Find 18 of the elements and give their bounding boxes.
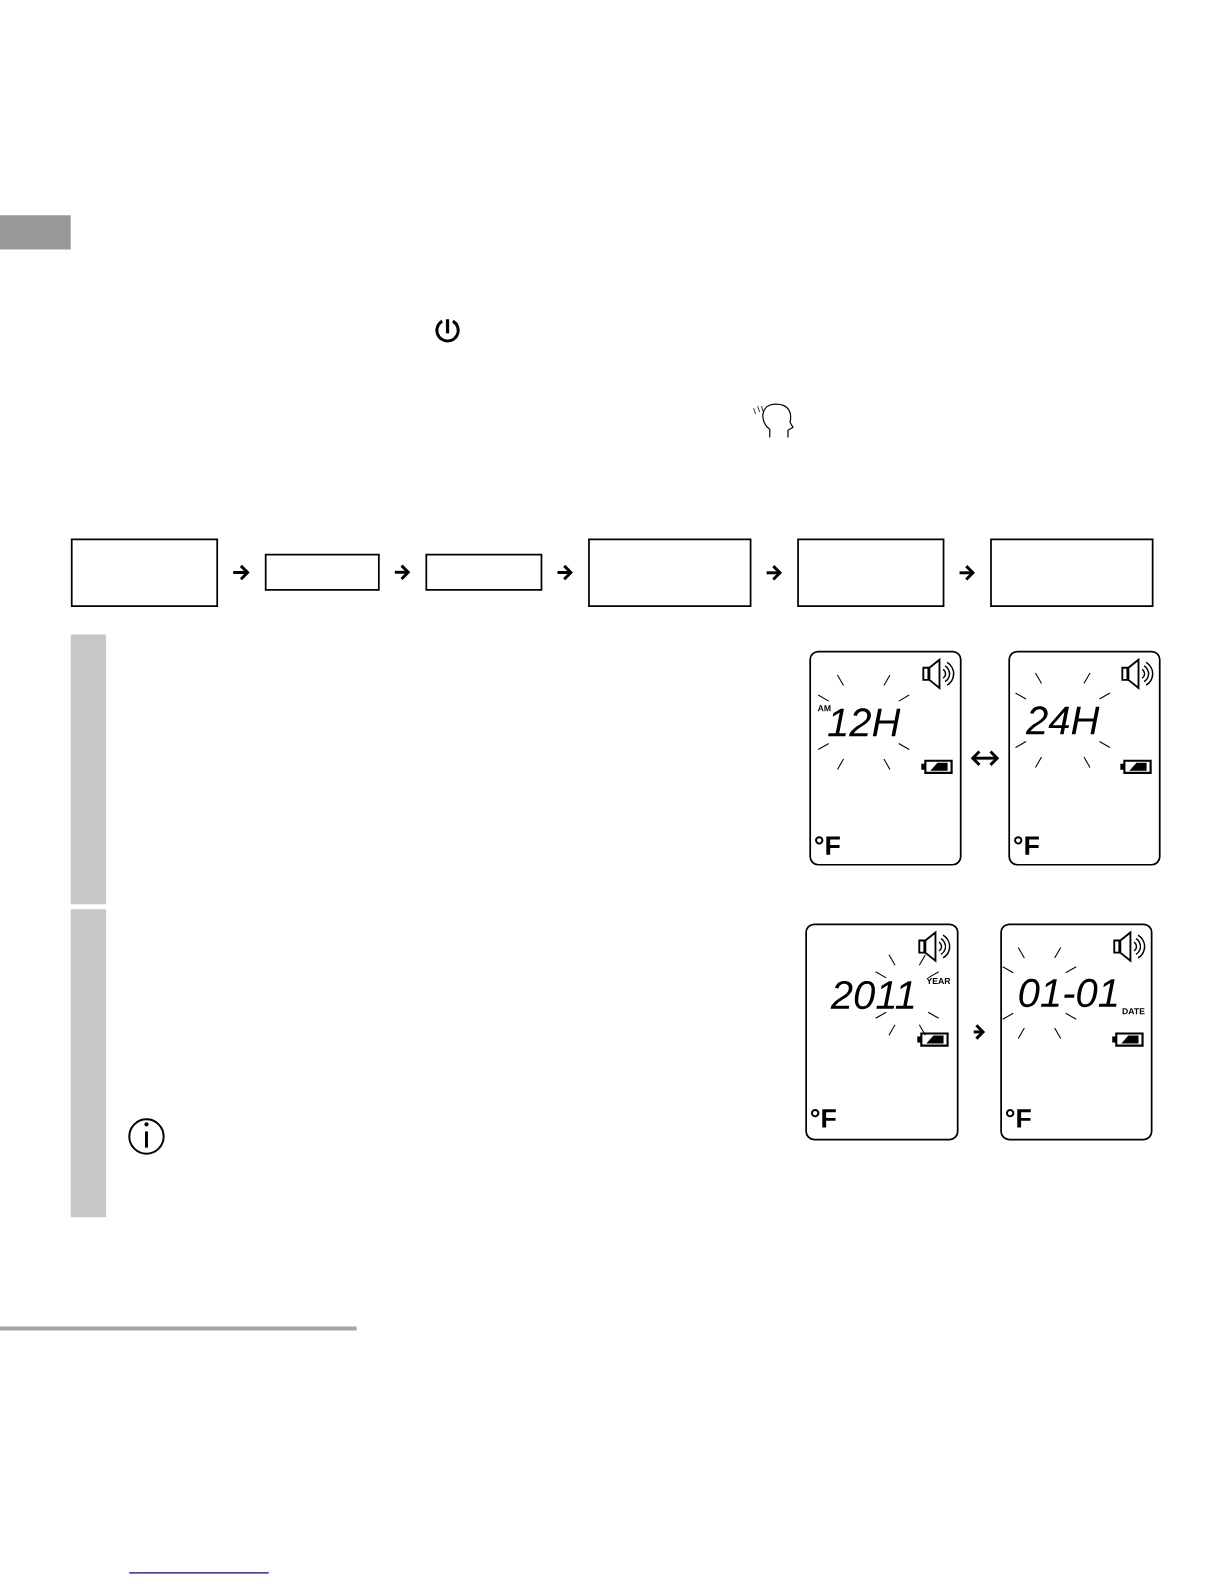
- process-box: [70, 538, 218, 607]
- lcd-digits: 01-01: [1019, 978, 1117, 1008]
- process-box: [425, 553, 543, 591]
- lcd-digits: 2011: [830, 980, 914, 1010]
- unit-label: °F: [1005, 1109, 1031, 1128]
- process-box: [989, 538, 1154, 607]
- indicator-label: DATE: [1122, 1008, 1145, 1015]
- process-box: [264, 553, 380, 591]
- side-bar: [70, 634, 106, 905]
- process-box: [587, 538, 752, 607]
- unit-label: °F: [1013, 836, 1039, 855]
- indicator-label: YEAR: [926, 977, 951, 984]
- lcd-digits: 24H: [1025, 706, 1100, 735]
- unit-label: °F: [814, 836, 840, 855]
- process-box: [797, 538, 945, 607]
- arrow: [970, 750, 1000, 766]
- unit-label: °F: [810, 1109, 836, 1128]
- side-bar: [70, 909, 106, 1218]
